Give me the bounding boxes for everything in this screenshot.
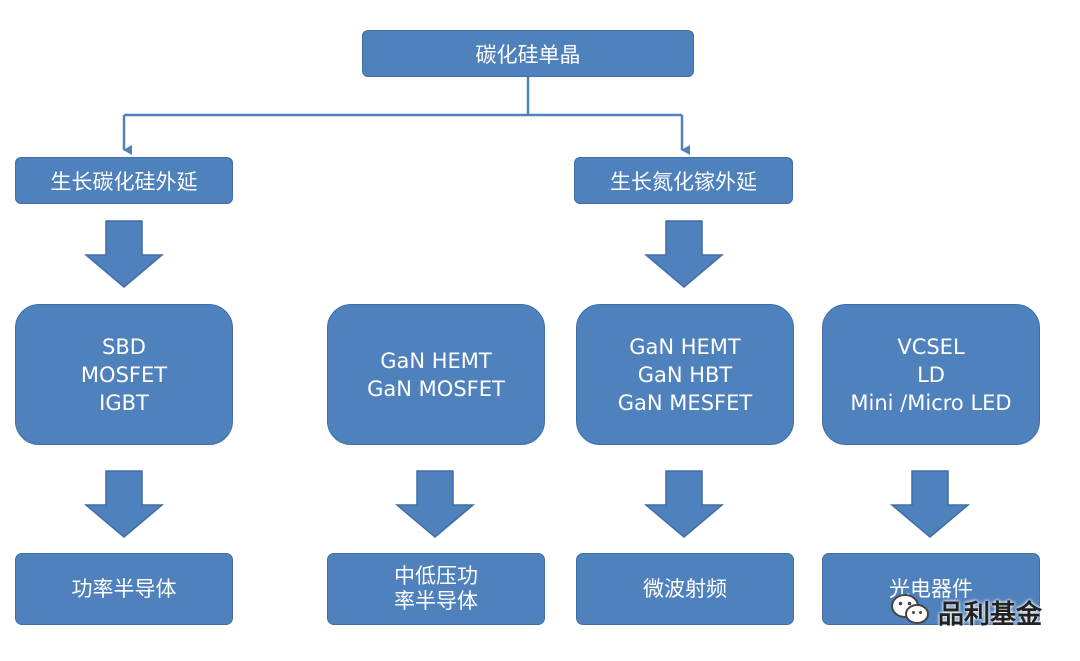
application-label: 微波射频 bbox=[643, 576, 727, 601]
device-node-1: SBD MOSFET IGBT bbox=[15, 304, 233, 445]
root-label: 碳化硅单晶 bbox=[475, 42, 581, 67]
branch-node-gan-epitaxy: 生长氮化镓外延 bbox=[574, 157, 793, 204]
device-node-4: VCSEL LD Mini /Micro LED bbox=[822, 304, 1040, 445]
root-node: 碳化硅单晶 bbox=[362, 30, 694, 77]
block-arrow-device-3 bbox=[643, 470, 725, 538]
application-node-2: 中低压功 率半导体 bbox=[327, 553, 545, 625]
block-arrow-device-2 bbox=[394, 470, 476, 538]
branch-label: 生长碳化硅外延 bbox=[50, 169, 198, 194]
branch-label: 生长氮化镓外延 bbox=[610, 169, 757, 194]
device-node-2: GaN HEMT GaN MOSFET bbox=[327, 304, 545, 445]
root-connector bbox=[122, 77, 690, 155]
application-label: 功率半导体 bbox=[71, 576, 177, 601]
device-node-3: GaN HEMT GaN HBT GaN MESFET bbox=[576, 304, 794, 445]
block-arrow-device-1 bbox=[83, 470, 165, 538]
device-label: GaN HEMT GaN MOSFET bbox=[367, 348, 505, 401]
device-label: GaN HEMT GaN HBT GaN MESFET bbox=[617, 334, 753, 415]
watermark-text: 品利基金 bbox=[938, 599, 1043, 630]
application-node-3: 微波射频 bbox=[576, 553, 794, 625]
block-arrow-branch-2 bbox=[643, 220, 725, 288]
application-label: 中低压功 率半导体 bbox=[394, 564, 478, 613]
branch-node-sic-epitaxy: 生长碳化硅外延 bbox=[15, 157, 233, 204]
block-arrow-device-4 bbox=[889, 470, 971, 538]
watermark: 品利基金 bbox=[890, 592, 1042, 632]
wechat-icon bbox=[890, 593, 930, 631]
device-label: VCSEL LD Mini /Micro LED bbox=[850, 334, 1012, 415]
device-label: SBD MOSFET IGBT bbox=[80, 334, 168, 415]
application-node-4: 光电器件 bbox=[822, 553, 1040, 625]
block-arrow-branch-1 bbox=[83, 220, 165, 288]
application-node-1: 功率半导体 bbox=[15, 553, 233, 625]
